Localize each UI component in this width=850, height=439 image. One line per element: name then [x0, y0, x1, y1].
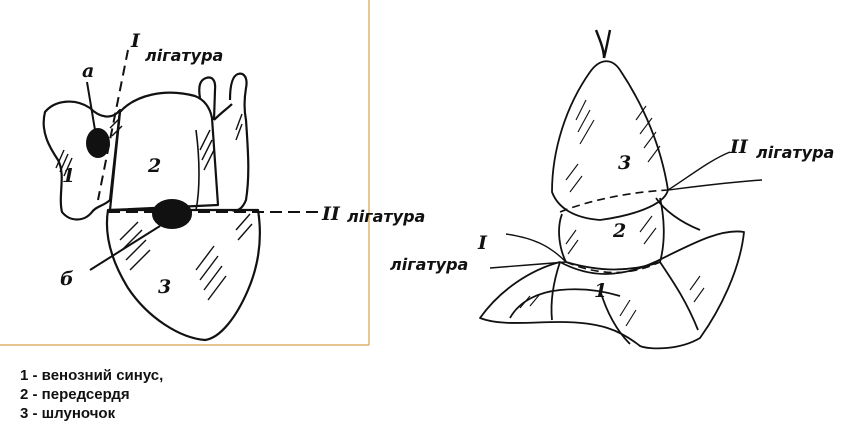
left-vessel-2	[230, 74, 248, 211]
left-ligature-right-label: лігатура	[347, 207, 425, 226]
right-heart	[480, 30, 744, 348]
legend-item-venous-sinus: 1 - венозний синус,	[20, 366, 163, 385]
left-atrium	[110, 93, 218, 210]
left-letter-b: б	[60, 268, 74, 290]
ligature-two-right	[560, 190, 668, 212]
right-part-2: 2	[613, 220, 626, 242]
left-part-1: 1	[62, 165, 75, 187]
right-ventricle	[552, 61, 668, 220]
left-letter-a: а	[82, 60, 94, 82]
right-part-3: 3	[618, 152, 631, 174]
pointer-b	[90, 226, 160, 270]
left-ligature-top-label: лігатура	[145, 46, 223, 65]
right-roman-two: II	[730, 136, 748, 158]
left-roman-one: I	[131, 30, 140, 52]
right-atrium	[559, 198, 664, 270]
left-part-3: 3	[158, 276, 171, 298]
right-ligature-right-label: лігатура	[756, 143, 834, 162]
legend-item-ventricle: 3 - шлуночок	[20, 404, 163, 423]
left-part-2: 2	[148, 155, 161, 177]
right-ligature-left-label: лігатура	[390, 255, 468, 274]
left-heart	[44, 74, 260, 340]
legend-item-atrium: 2 - передсердя	[20, 385, 163, 404]
legend: 1 - венозний синус, 2 - передсердя 3 - ш…	[20, 366, 163, 423]
spot-b	[152, 199, 192, 229]
left-venous-sinus	[44, 102, 120, 220]
right-roman-one: I	[478, 232, 487, 254]
right-base	[480, 231, 744, 348]
left-vessel-3	[214, 104, 232, 120]
left-roman-two: II	[322, 203, 340, 225]
right-part-1: 1	[594, 280, 607, 302]
